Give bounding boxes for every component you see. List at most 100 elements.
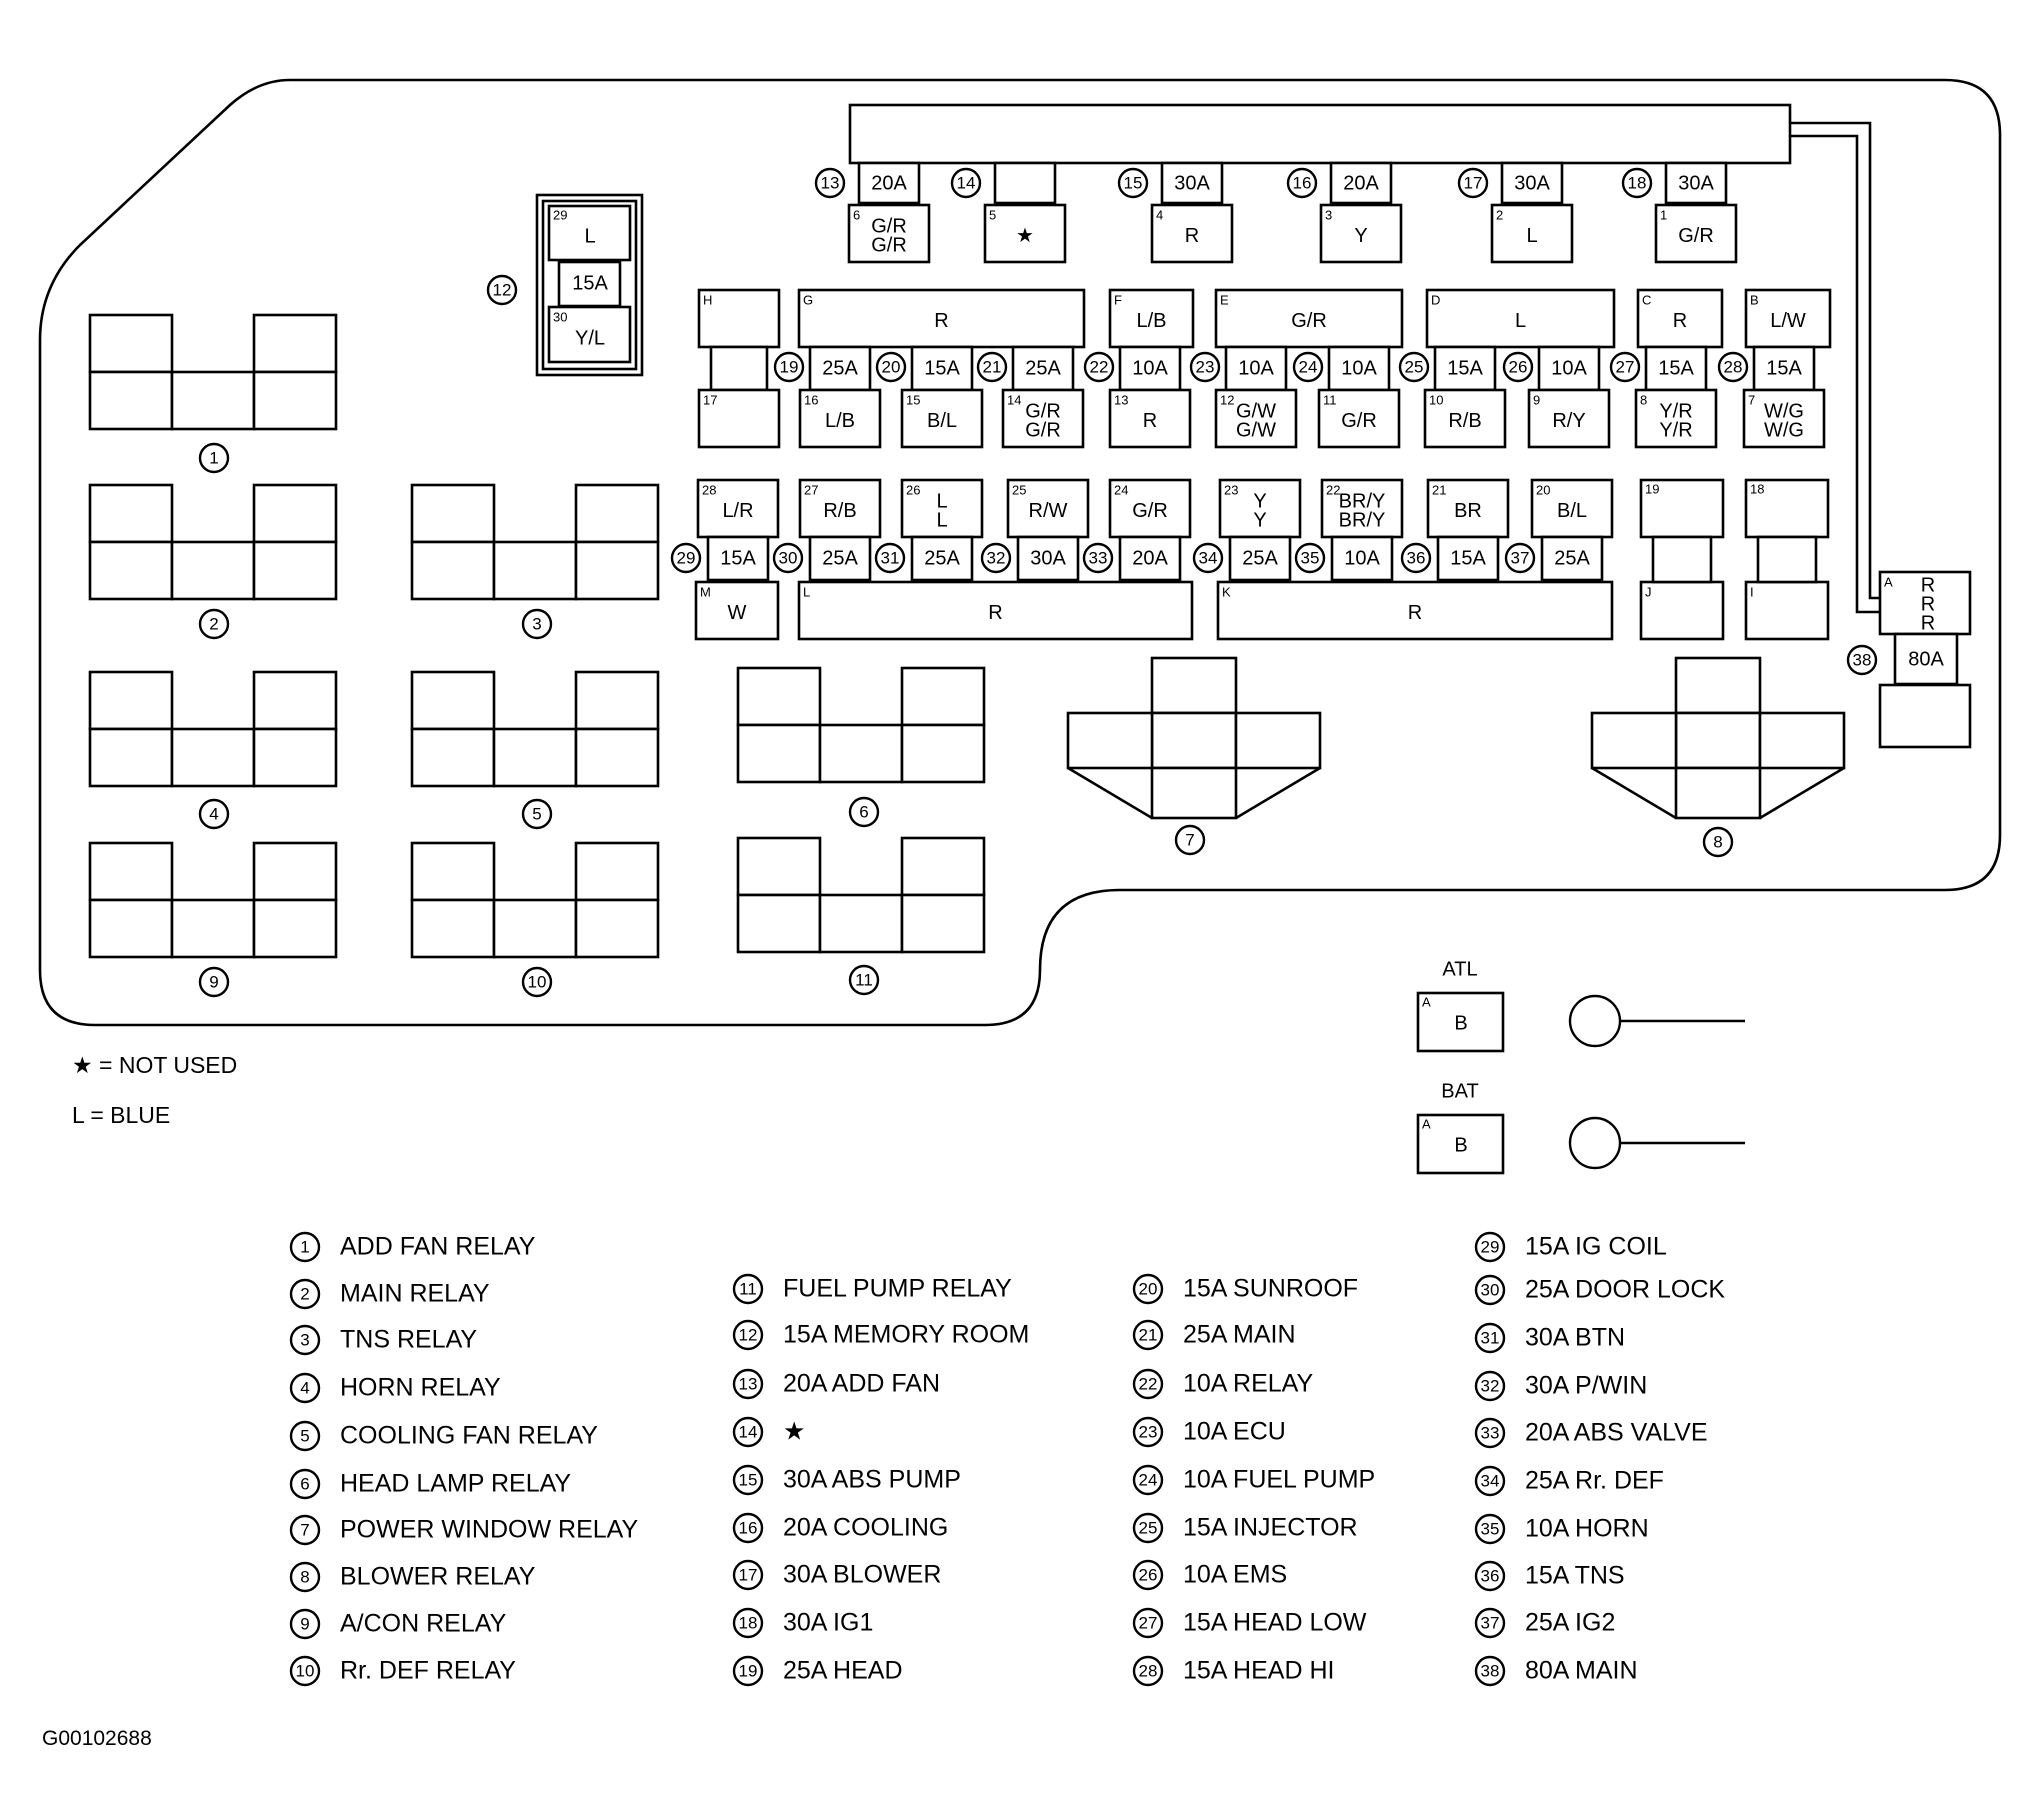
relay-1-right-top	[252, 313, 338, 374]
relay-6-callout-number: 6	[859, 802, 868, 821]
fuse-14-body	[993, 161, 1057, 205]
legend-36-number: 36	[1481, 1566, 1500, 1585]
connector-C	[1636, 288, 1724, 349]
fuse-27-terminal-pin: 8	[1640, 392, 1647, 407]
relay-1-center	[170, 370, 256, 431]
fuse-19-callout-circle	[773, 351, 805, 383]
legend-4-text: HORN RELAY	[340, 1374, 501, 1402]
legend-36-circle	[1474, 1560, 1506, 1592]
relay-7-right-slope	[1235, 766, 1321, 820]
fuse-16-callout-number: 16	[1293, 173, 1312, 192]
spare-18-pin: 18	[1750, 481, 1764, 496]
fuse-28-callout-circle	[1717, 351, 1749, 383]
fuse-30-callout-number: 30	[779, 548, 798, 567]
fuse-22-terminal	[1108, 388, 1192, 449]
fuse-38-terminal-pin: A	[1884, 574, 1893, 589]
relay-10-left-bottom	[410, 898, 496, 959]
legend-4-circle	[289, 1372, 321, 1404]
legend-10-text: Rr. DEF RELAY	[340, 1657, 516, 1685]
fuse-21-terminal	[1001, 388, 1085, 449]
relay-9-callout-circle	[198, 966, 230, 998]
fuse-27-terminal-wire: Y/R	[1659, 400, 1692, 422]
fuse-30-terminal-pin: 27	[804, 482, 818, 497]
legend-9-text: A/CON RELAY	[340, 1610, 507, 1638]
fuse-34-terminal-wire: Y	[1253, 509, 1266, 531]
bat-terminal-label: BAT	[1441, 1080, 1478, 1102]
relay-2-right-bottom	[252, 540, 338, 601]
note-l-blue: L = BLUE	[72, 1102, 171, 1128]
fuse-16-callout-circle	[1286, 167, 1318, 199]
legend-5-circle	[289, 1420, 321, 1452]
relay-3-left-bottom	[410, 540, 496, 601]
fuse-27-terminal	[1634, 388, 1718, 449]
relay-3-right-top	[574, 483, 660, 544]
fuse-13-terminal-wire: G/R	[871, 234, 907, 256]
fuse-32-callout-circle	[980, 542, 1012, 574]
fuse-25-callout-circle	[1398, 351, 1430, 383]
legend-18-circle	[732, 1607, 764, 1639]
fuse-27-terminal-wire: Y/R	[1659, 419, 1692, 441]
relay-2-right-top	[252, 483, 338, 544]
fuse-28-callout-number: 28	[1724, 357, 1743, 376]
atl-terminal-label: ATL	[1442, 958, 1477, 980]
main-feed-line-inner	[1790, 134, 1882, 614]
fuse-29-amp: 15A	[720, 547, 756, 569]
legend-18-number: 18	[739, 1613, 758, 1632]
legend-21-circle	[1132, 1319, 1164, 1351]
legend-31-number: 31	[1481, 1328, 1500, 1347]
connector-H-spacer	[709, 345, 769, 392]
legend-27-text: 15A HEAD LOW	[1183, 1609, 1367, 1637]
relay-8-callout-number: 8	[1713, 832, 1722, 851]
fuse-18-terminal	[1654, 203, 1738, 264]
relay-2-callout-circle	[198, 608, 230, 640]
fuse-13-terminal	[847, 203, 931, 264]
connector-K	[1216, 580, 1614, 641]
relay-5-left-bottom	[410, 727, 496, 788]
fuse-36-amp: 15A	[1450, 547, 1486, 569]
legend-13-number: 13	[739, 1374, 758, 1393]
fuse-13-terminal-pin: 6	[853, 207, 860, 222]
legend-11-text: FUEL PUMP RELAY	[783, 1275, 1012, 1303]
relay-9-left-top	[88, 841, 174, 902]
legend-23-circle	[1132, 1416, 1164, 1448]
fuse-37-terminal-pin: 20	[1536, 482, 1550, 497]
fuse-32-terminal-pin: 25	[1012, 482, 1026, 497]
fuse-32-terminal-wire: R/W	[1029, 500, 1068, 522]
bat-terminal-stud	[1568, 1116, 1622, 1170]
legend-3-text: TNS RELAY	[340, 1326, 477, 1354]
relay-8-left	[1590, 711, 1678, 770]
fuse-33-callout-number: 33	[1089, 548, 1108, 567]
fuse-37-body	[1540, 535, 1604, 582]
fuse-35-body	[1330, 535, 1394, 582]
fuse-35-amp: 10A	[1344, 547, 1380, 569]
connector-H-bottom-pin: 17	[703, 392, 717, 407]
legend-21-text: 25A MAIN	[1183, 1321, 1296, 1349]
fuse-12-bottom-wire: Y/L	[575, 327, 605, 349]
fuse-31-terminal-wire: L	[936, 490, 947, 512]
fuse-24-amp: 10A	[1341, 357, 1377, 379]
relay-9-right-bottom	[252, 898, 338, 959]
fuse-20-terminal-pin: 15	[906, 392, 920, 407]
legend-4-number: 4	[300, 1378, 309, 1397]
fuse-27-body	[1644, 345, 1708, 392]
fuse-26-body	[1537, 345, 1601, 392]
fuse-23-amp: 10A	[1238, 357, 1274, 379]
fuse-12-top-wire: L	[584, 225, 595, 247]
fuse-31-terminal-wire: L	[936, 509, 947, 531]
relay-1-left-top	[88, 313, 174, 374]
relay-3-center	[492, 540, 578, 601]
fuse-35-terminal-wire: BR/Y	[1339, 509, 1386, 531]
fuse-35-terminal-wire: BR/Y	[1339, 490, 1386, 512]
legend-29-circle	[1474, 1231, 1506, 1263]
legend-30-text: 25A DOOR LOCK	[1525, 1276, 1725, 1304]
legend-6-number: 6	[300, 1474, 309, 1493]
fuse-15-body	[1160, 161, 1224, 205]
legend-1-circle	[289, 1231, 321, 1263]
fuse-34-terminal-wire: Y	[1253, 490, 1266, 512]
fuse-18-callout-number: 18	[1628, 173, 1647, 192]
fuse-26-terminal-pin: 9	[1533, 392, 1540, 407]
legend-8-text: BLOWER RELAY	[340, 1563, 536, 1591]
legend-20-number: 20	[1139, 1279, 1158, 1298]
relay-1-left-bottom	[88, 370, 174, 431]
relay-9-left-bottom	[88, 898, 174, 959]
